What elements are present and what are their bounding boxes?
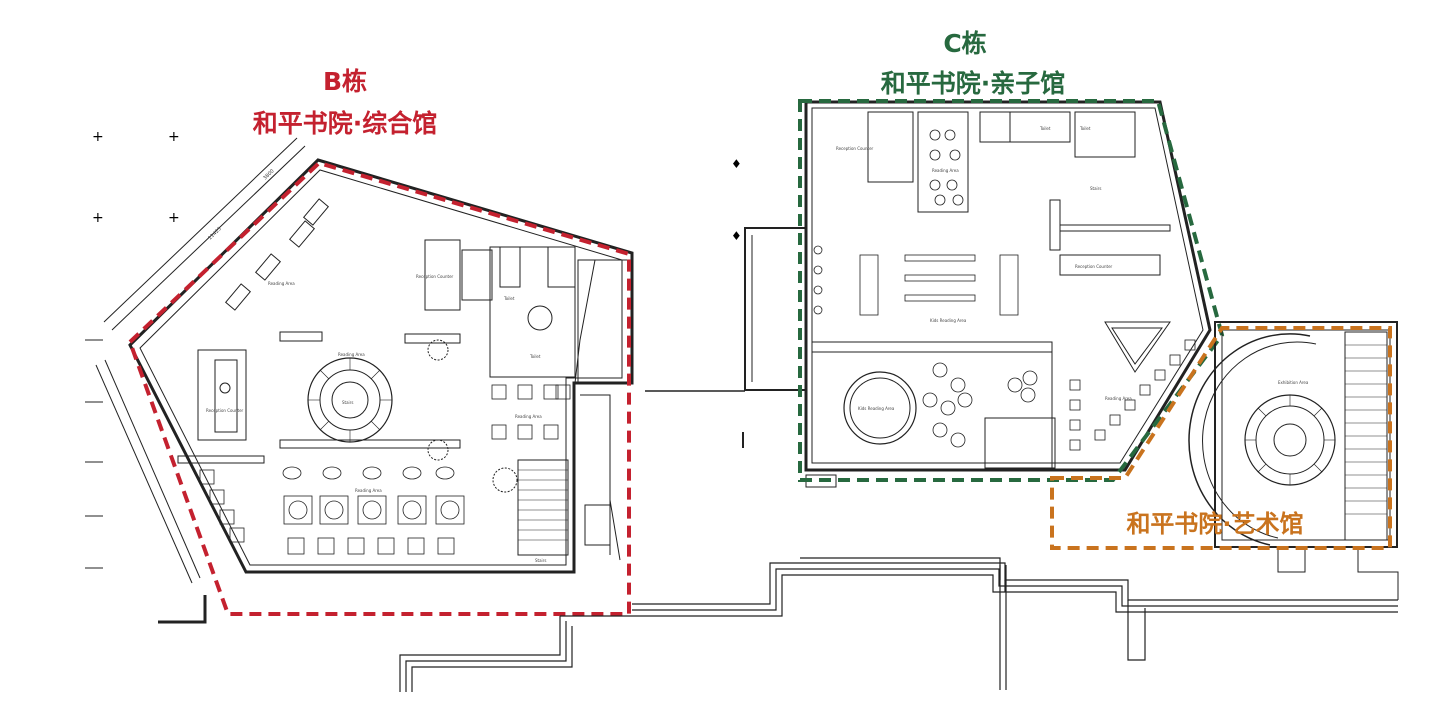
c-stairs-label: Stairs <box>1090 186 1101 191</box>
building-c-name: 和平书院·亲子馆 <box>880 69 1066 98</box>
b-reception-label: Reception Counter <box>206 408 244 413</box>
building-c-plan: Reading Area Toilet Toilet Reception Cou… <box>731 100 1212 488</box>
svg-text:+: + <box>92 129 104 145</box>
c-reading-label-2: Reading Area <box>1105 396 1132 401</box>
b-reception-label-2: Reception Counter <box>416 274 454 279</box>
c-reading-label-1: Reading Area <box>932 168 959 173</box>
b-reading-label-3: Reading Area <box>355 488 382 493</box>
building-art-name: 和平书院·艺术馆 <box>1126 510 1304 538</box>
b-stairs-label-2: Stairs <box>535 558 546 563</box>
b-toilet-label-2: Toilet <box>529 354 541 359</box>
b-stairs-label: Stairs <box>342 400 353 405</box>
svg-text:♦: ♦ <box>731 229 742 243</box>
building-art-plan: Exhibition Area <box>1188 321 1399 600</box>
art-exhibition-label: Exhibition Area <box>1278 380 1309 385</box>
building-b-plan: 11425 3800 + + + + Reception Counter <box>85 129 634 624</box>
b-reading-label-1: Reading Area <box>338 352 365 357</box>
svg-text:+: + <box>168 210 180 226</box>
building-b-code: B栋 <box>322 67 368 96</box>
site-boundary <box>399 557 1398 692</box>
b-reading-label-2: Reading Area <box>268 281 295 286</box>
c-kids-label-1: Kids Reading Area <box>930 318 967 323</box>
building-c-boundary <box>798 99 1225 482</box>
b-table-group-1 <box>282 466 455 480</box>
svg-text:+: + <box>168 129 180 145</box>
building-art-boundary <box>1050 326 1392 550</box>
c-toilet-label-2: Toilet <box>1039 126 1051 131</box>
c-kids-label-2: Kids Reading Area <box>858 406 895 411</box>
building-c-code: C栋 <box>943 29 987 58</box>
svg-text:11425: 11425 <box>207 226 223 241</box>
c-reception-label-2: Reception Counter <box>1075 264 1113 269</box>
svg-text:♦: ♦ <box>731 157 742 171</box>
svg-text:+: + <box>92 210 104 226</box>
svg-text:3800: 3800 <box>262 168 275 181</box>
c-reception-label: Reception Counter <box>836 146 874 151</box>
b-toilet-label-1: Toilet <box>503 296 515 301</box>
b-reading-label-4: Reading Area <box>515 414 542 419</box>
c-toilet-label-1: Toilet <box>1079 126 1091 131</box>
building-b-boundary <box>127 160 631 616</box>
building-b-name: 和平书院·综合馆 <box>252 109 438 138</box>
